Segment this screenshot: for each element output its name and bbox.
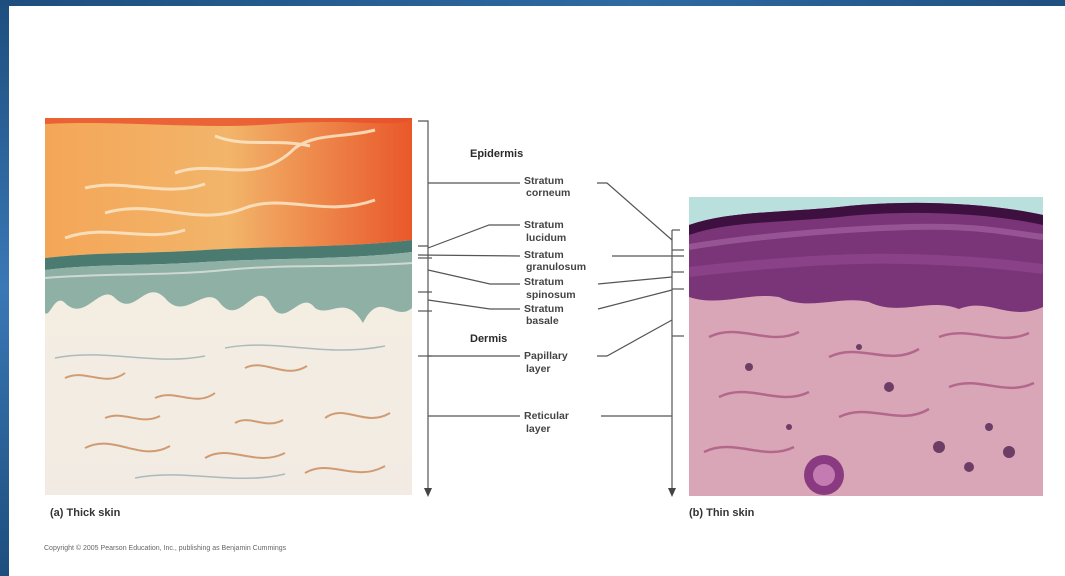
stratum-spinosum-label-line2: spinosum — [526, 289, 576, 301]
stratum-corneum-label-line2: corneum — [526, 187, 570, 199]
stratum-granulosum-label-line2: granulosum — [526, 261, 586, 273]
reticular-layer-label-line2: layer — [526, 423, 551, 435]
epidermis-label: Epidermis — [470, 148, 523, 160]
papillary-layer-label-line2: layer — [526, 363, 551, 375]
stratum-spinosum-label-line1: Stratum — [524, 276, 564, 288]
stratum-basale-label-line1: Stratum — [524, 303, 564, 315]
papillary-layer-label-line1: Papillary — [524, 350, 568, 362]
thick-skin-caption: (a) Thick skin — [50, 507, 120, 519]
copyright-notice: Copyright © 2005 Pearson Education, Inc.… — [44, 545, 286, 552]
thin-skin-caption: (b) Thin skin — [689, 507, 754, 519]
dermis-label: Dermis — [470, 333, 507, 345]
reticular-layer-label-line1: Reticular — [524, 410, 569, 422]
stratum-corneum-label-line1: Stratum — [524, 175, 564, 187]
stratum-basale-label-line2: basale — [526, 315, 559, 327]
stratum-granulosum-label-line1: Stratum — [524, 249, 564, 261]
stratum-lucidum-label-line2: lucidum — [526, 232, 566, 244]
stratum-lucidum-label-line1: Stratum — [524, 219, 564, 231]
